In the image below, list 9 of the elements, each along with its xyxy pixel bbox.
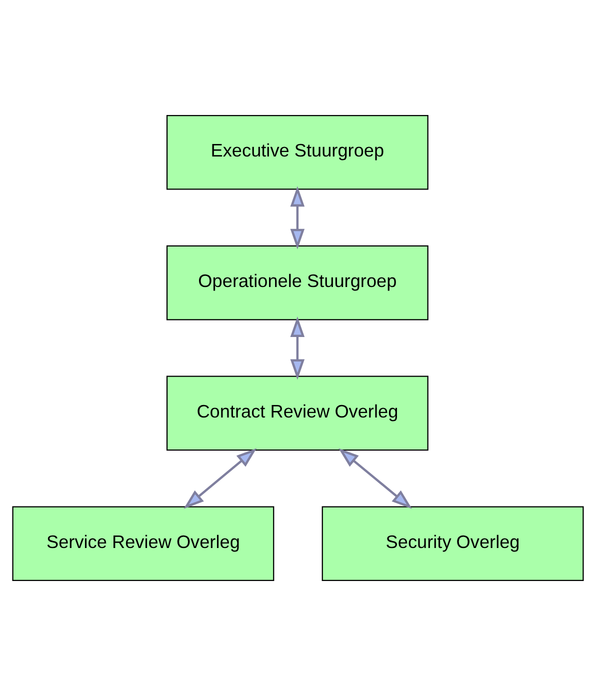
- node-box: Contract Review Overleg: [166, 375, 428, 450]
- node-box: Service Review Overleg: [12, 506, 274, 581]
- arrow: [290, 316, 305, 380]
- arrow: [290, 186, 305, 249]
- node-box: Security Overleg: [322, 506, 584, 581]
- arrow: [184, 448, 257, 508]
- node-box: Executive Stuurgroep: [166, 114, 428, 190]
- arrow: [338, 448, 412, 508]
- node-box: Operationele Stuurgroep: [166, 244, 428, 320]
